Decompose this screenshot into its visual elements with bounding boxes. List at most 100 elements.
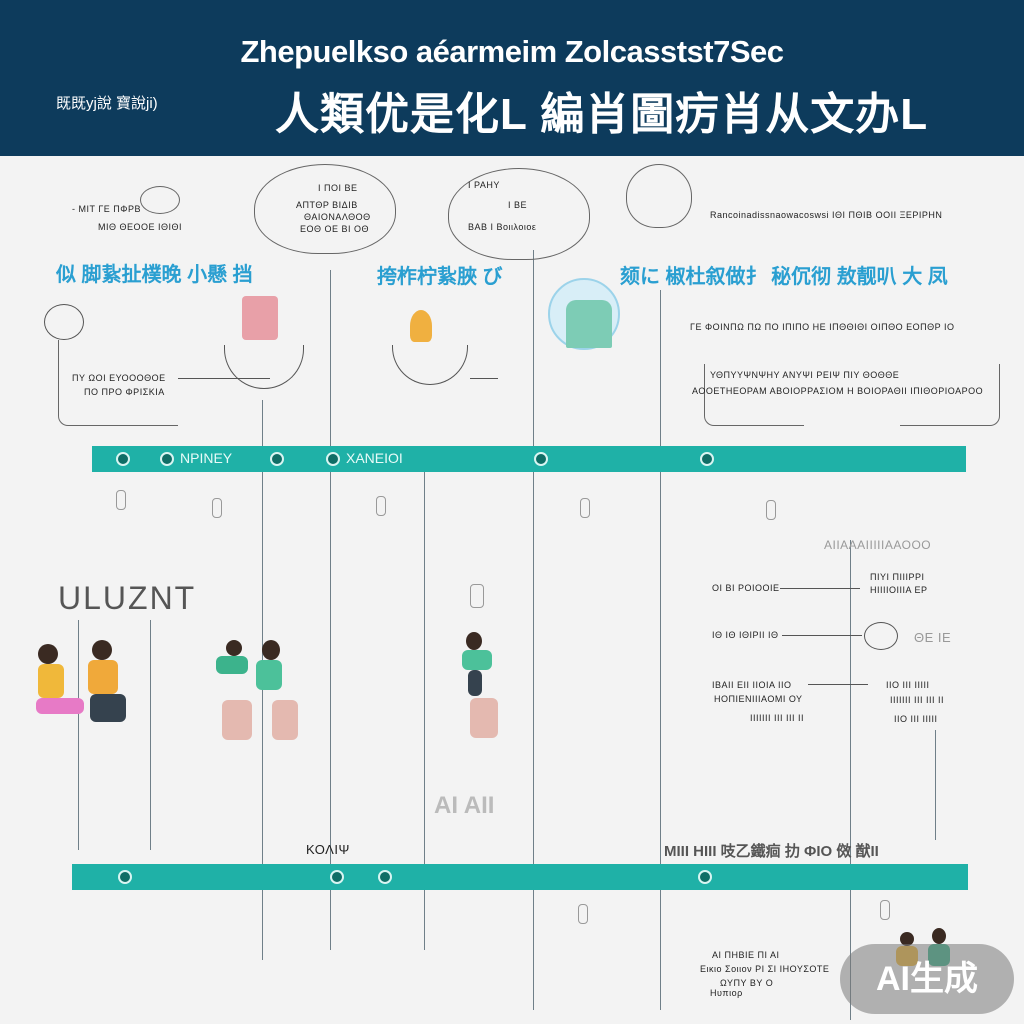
person-icon [468, 670, 482, 696]
cloud-center-line2: Ι ΒΕ [508, 200, 528, 210]
band-node-icon [534, 452, 548, 466]
connector-line [780, 588, 860, 589]
top-left-line1: - ΜIT ΓΕ ΠΦΡΒ [72, 204, 141, 214]
title-chinese: 人類优是化L 編肖圖疠肖从文办L [275, 90, 929, 139]
timeline-line [78, 620, 79, 850]
hanger-icon [580, 498, 590, 518]
band-node-icon [118, 870, 132, 884]
person-icon [256, 660, 282, 690]
top-left-line2: ΜΙΘ ΘΕΟΟΕ ΙΘΙΘΙ [98, 222, 183, 232]
top-right-line3: ΥΘΠΥΥΨΝΨΗΥ ΑΝΥΨΙ ΡΕΙΨ ΠΙΥ ΘΟΘΘΕ [710, 370, 900, 380]
right-item-1: ΟΙ ΒΙ ΡΟΙΟΟΙΕ [712, 583, 780, 593]
avatar-figure-icon [566, 300, 612, 348]
hanger-icon [578, 904, 588, 924]
top-left-heading: 似 脚紥扯樸晚 小懸 挡 [56, 264, 253, 286]
person-icon [466, 632, 482, 650]
top-right-line1: Rancoinadissnaowacoswsi ΙΘΙ ΠΘΙΒ ΟΟΙΙ ΞΕ… [710, 210, 943, 220]
ai-generated-badge: AI生成 [840, 944, 1014, 1014]
bottom-right-line2: Εικιο Σοιιον ΡΙ ΣΙ ΙΗΟΥΣΟΤΕ [700, 964, 830, 974]
right-item-2b: ΘΕ ΙΕ [914, 630, 952, 645]
bottom-small-label: ΚΟΛΙΨ [306, 842, 350, 857]
top-left-caption2: ΠΟ ΠΡΟ ΦΡΙΣΚΙΑ [84, 387, 165, 397]
timeline-line [850, 540, 851, 1020]
subtitle-left: 既既yj說 寶說ji) [56, 95, 158, 112]
right-item-3e: ΙΙΙΙΙΙΙ ΙΙΙ ΙΙΙ ΙΙ [890, 695, 945, 705]
cup-steam-icon [242, 296, 278, 340]
cloud-center-line3: ΒΑΒ Ι Βοιιλοιοε [468, 222, 537, 232]
cloud-left-line3: ΘΑΙΟΝΑΛΘΟΘ [304, 212, 371, 222]
right-item-3d: ΙΙΟ ΙΙΙ ΙΙΙΙΙ [886, 680, 930, 690]
bottom-right-line1: ΑΙ ΠΗΒΙΕ ΠΙ ΑΙ [712, 950, 780, 960]
center-large-text: ΑΙ ΑΙΙ [434, 792, 495, 819]
connector-bracket [704, 364, 804, 426]
band-node-icon [160, 452, 174, 466]
cloud-left-line1: Ι ΠΟΙ ΒΕ [318, 183, 358, 193]
title-english: Zhepuelkso aéarmeim Zolcasstst7Sec [240, 34, 784, 69]
cloud-left-line4: ΕΟΘ ΟΕ ΒΙ ΟΘ [300, 224, 370, 234]
person-icon [90, 694, 126, 722]
band-node-icon [378, 870, 392, 884]
person-icon [92, 640, 112, 660]
band-node-icon [116, 452, 130, 466]
band-node-icon [700, 452, 714, 466]
bottom-right-line4: Ηυπιορ [710, 988, 743, 998]
band-node-icon [330, 870, 344, 884]
right-item-3: ΙΒΑΙΙ ΕΙΙ ΙΙΟΙΑ ΙΙΟ [712, 680, 792, 690]
band-node-icon [270, 452, 284, 466]
band-label-1: ΝΡΙΝΕΥ [180, 450, 233, 466]
timeline-line [424, 470, 425, 950]
right-item-2: ΙΘ ΙΘ ΙΘΙΡΙΙ ΙΘ [712, 630, 779, 640]
right-item-3b: ΗΟΠΙΕΝΙΙΙΑΟΜΙ ΟΥ [714, 694, 803, 704]
band-node-icon [326, 452, 340, 466]
center-heading: 挎柞柠紥脥 び [377, 266, 503, 288]
cup-icon [224, 345, 304, 389]
document-cloud-icon [626, 164, 692, 228]
timeline-line [935, 730, 936, 840]
right-item-3c: ΙΙΙΙΙΙΙ ΙΙΙ ΙΙΙ ΙΙ [750, 713, 805, 723]
cloud-center-line1: Ι ΡΑΗΥ [468, 180, 500, 190]
right-item-1b: ΠΙΥΙ ΠΙΙΙΡΡΙ [870, 572, 925, 582]
person-icon [216, 656, 248, 674]
hanger-icon [766, 500, 776, 520]
person-icon [226, 640, 242, 656]
lamp-icon [470, 584, 484, 608]
bottom-right-line3: ΩΥΠΥ ΒΥ Ο [720, 978, 774, 988]
small-cloud-icon [140, 186, 180, 214]
top-left-caption1: ΠΥ ΩΟΙ ΕΥΟΟΟΘΟΕ [72, 373, 166, 383]
large-outline-text: ULUZNT [58, 580, 197, 616]
person-icon [900, 932, 914, 946]
timeline-line [150, 620, 151, 850]
speech-balloon-icon [44, 304, 84, 340]
connector-bracket [58, 340, 178, 426]
top-right-heading: 颏に 椒杜叙做扌 秘伔彻 敖靓叭 大 凤 [620, 266, 948, 288]
right-item-1c: ΗΙΙΙΙΟΙΙΙΑ ΕΡ [870, 585, 928, 595]
person-icon [38, 664, 64, 698]
person-icon [262, 640, 280, 660]
person-icon [932, 928, 946, 944]
chair-icon [272, 700, 298, 740]
thought-cloud-icon [448, 168, 590, 260]
right-section-header: ΑΙΙΑΑΑΙΙΙΙΙΑΑΟΟΟ [824, 538, 932, 552]
chat-balloon-icon [864, 622, 898, 650]
band-label-2: ΧΑΝΕΙΟΙ [346, 450, 403, 466]
timeline-band-top: ΝΡΙΝΕΥ ΧΑΝΕΙΟΙ [92, 446, 966, 472]
hanger-icon [880, 900, 890, 920]
connector-line [470, 378, 498, 379]
connector-line [782, 635, 862, 636]
hanger-icon [376, 496, 386, 516]
person-icon [36, 698, 84, 714]
connector-line [808, 684, 868, 685]
top-right-line2: ΓΕ ΦΟΙΝΠΩ ΠΩ ΠΟ ΙΠΙΠΟ ΗΕ ΙΠΘΘΙΘΙ ΟΙΠΘΟ Ε… [690, 322, 955, 332]
timeline-line [660, 290, 661, 1010]
person-icon [38, 644, 58, 664]
timeline-line [330, 270, 331, 950]
chair-icon [470, 698, 498, 738]
top-right-line4: ΑΟΟΕΤΗΕΟΡΑΜ ΑΒΟΙΟΡΡΑΣΙΟΜ Η ΒΟΙΟΡΑΘΙΙ ΙΠΙ… [692, 386, 984, 396]
connector-line [178, 378, 270, 379]
timeline-band-bottom [72, 864, 968, 890]
person-icon [88, 660, 118, 694]
right-item-3f: ΙΙΟ ΙΙΙ ΙΙΙΙΙ [894, 714, 938, 724]
cloud-left-line2: ΑΠΤΘΡ ΒΙΔΙΒ [296, 200, 358, 210]
flame-icon [410, 310, 432, 342]
header-banner: Zhepuelkso aéarmeim Zolcasstst7Sec 既既yj說… [0, 0, 1024, 156]
